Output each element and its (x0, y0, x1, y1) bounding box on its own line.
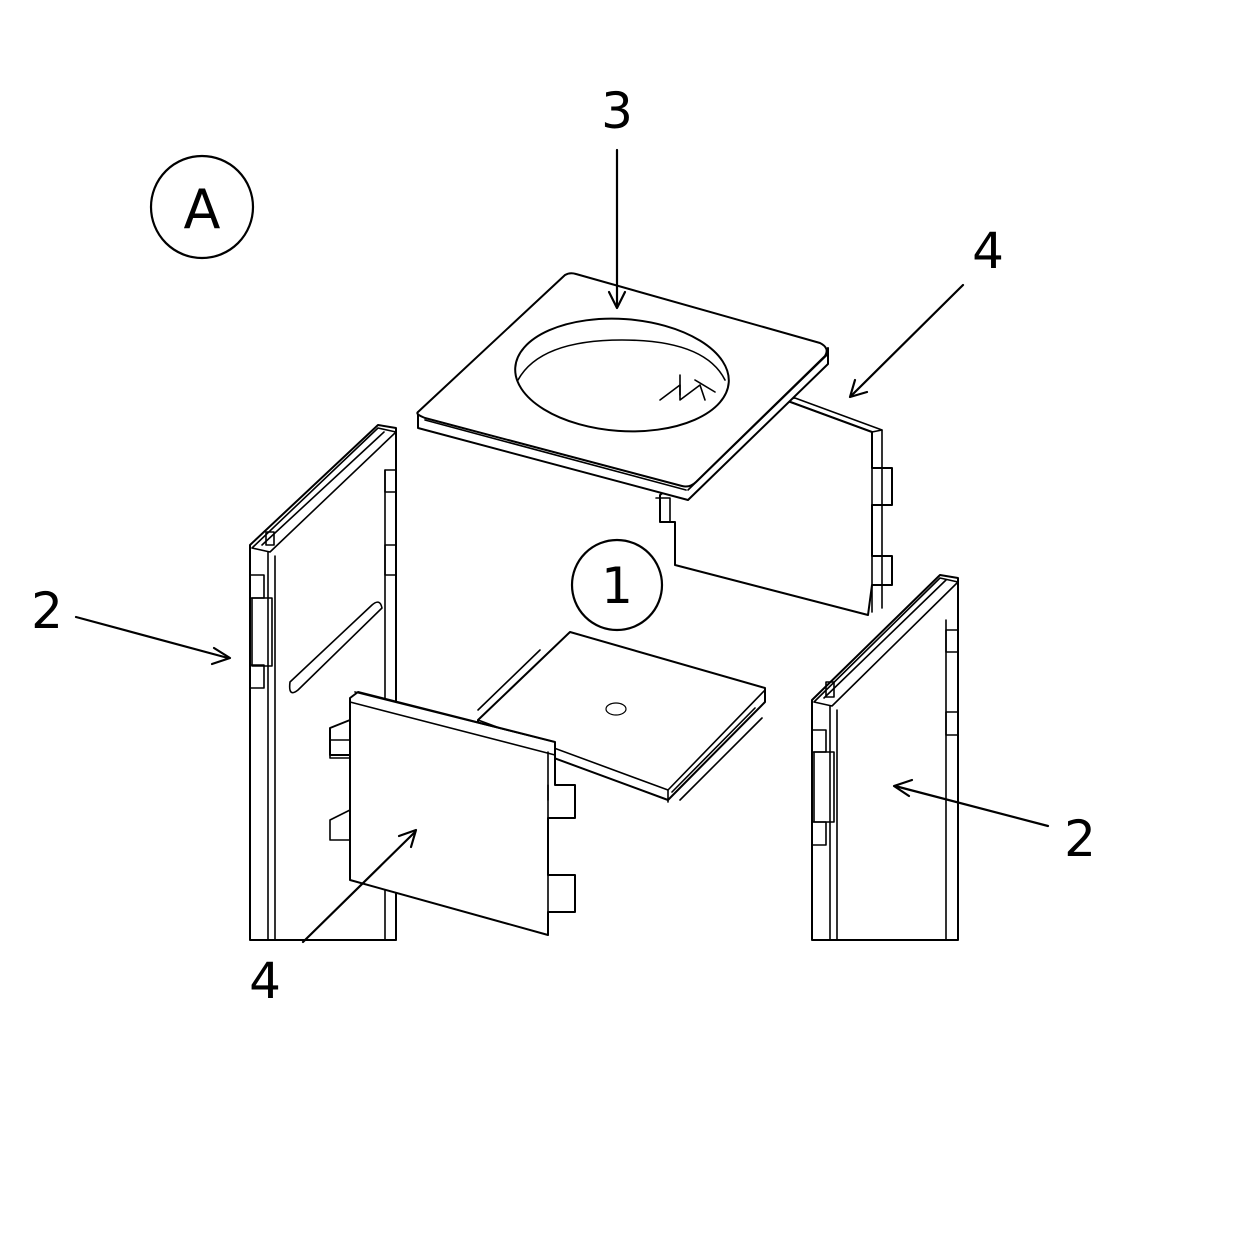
top-plate (416, 272, 829, 501)
callout-rear-panel: 4 (972, 222, 1004, 280)
view-label-text: A (184, 178, 221, 241)
leader-lines (74, 148, 1050, 944)
callout-left-post: 2 (31, 582, 63, 640)
front-panel (329, 691, 576, 936)
callout-right-post: 2 (1064, 810, 1096, 868)
callout-top-plate: 3 (601, 82, 633, 140)
right-post (811, 574, 959, 941)
view-label-A: A (149, 154, 255, 260)
assembly-label-1: 1 (570, 538, 664, 632)
callout-front-panel: 4 (249, 952, 281, 1010)
assembly-label-text: 1 (601, 557, 633, 615)
